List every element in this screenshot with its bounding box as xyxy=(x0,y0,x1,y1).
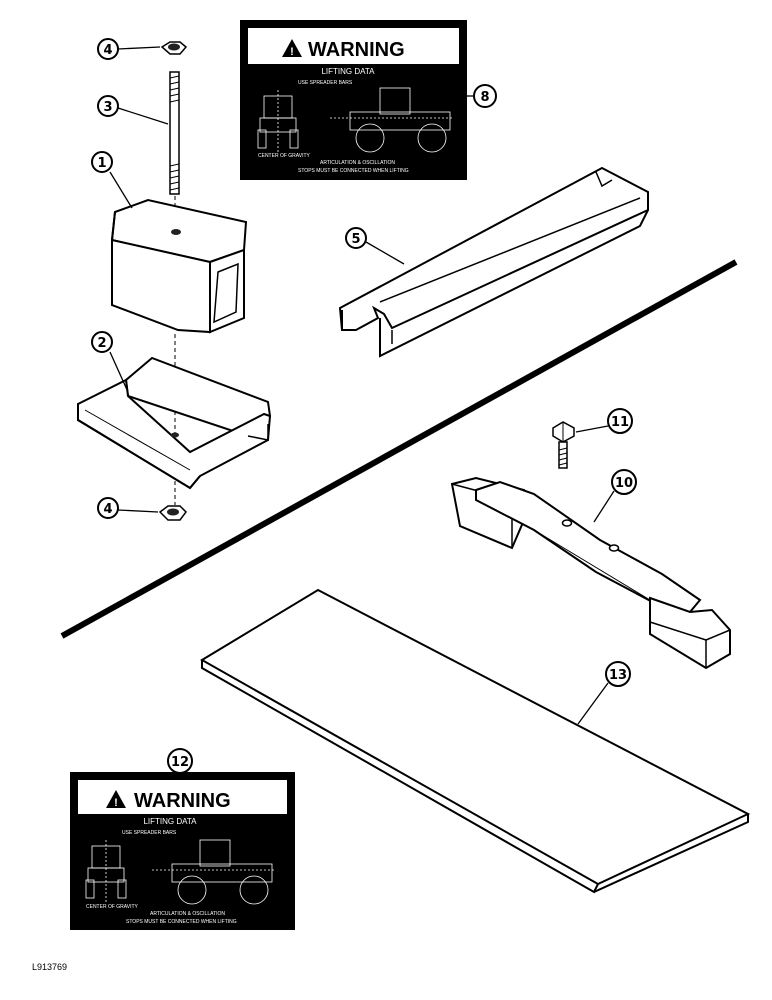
svg-text:11: 11 xyxy=(611,415,629,430)
callout-5: 5 xyxy=(345,227,367,249)
svg-text:3: 3 xyxy=(103,100,112,115)
decal-bottom-tractor-side xyxy=(152,839,274,905)
decal-bottom-tractor-front xyxy=(85,840,127,902)
callout-3: 3 xyxy=(97,95,119,117)
plate xyxy=(200,588,751,894)
leader-lines xyxy=(109,46,615,774)
nut-bottom xyxy=(158,505,187,521)
reference-code: L913769 xyxy=(32,962,68,972)
callout-10: 10 xyxy=(611,469,637,495)
decal-top-line1: USE SPREADER BARS xyxy=(298,80,353,86)
channel xyxy=(77,356,272,490)
decal-bottom-line1: USE SPREADER BARS xyxy=(122,830,177,836)
nut-top xyxy=(160,41,188,55)
callout-13: 13 xyxy=(605,661,631,687)
callout-11: 11 xyxy=(607,408,633,434)
svg-text:2: 2 xyxy=(97,336,106,351)
callout-1: 1 xyxy=(91,151,113,173)
callout-8: 8 xyxy=(473,84,497,108)
svg-text:!: ! xyxy=(290,46,294,58)
decal-top-tractor-side xyxy=(330,87,452,153)
warning-decal-bottom: ! WARNING LIFTING DATA USE SPREADER BARS… xyxy=(70,772,295,930)
decal-bottom-heading: LIFTING DATA xyxy=(143,817,197,826)
svg-text:13: 13 xyxy=(609,668,627,683)
decal-top-line3: ARTICULATION & OSCILLATION xyxy=(320,160,395,166)
spreader-bar xyxy=(338,166,649,358)
stud xyxy=(169,71,180,195)
decal-bottom-line4: STOPS MUST BE CONNECTED WHEN LIFTING xyxy=(126,919,237,925)
decal-top-heading: LIFTING DATA xyxy=(321,67,375,76)
decal-top-line4: STOPS MUST BE CONNECTED WHEN LIFTING xyxy=(298,168,409,174)
callout-4-bottom: 4 xyxy=(97,497,119,519)
callout-12: 12 xyxy=(167,748,193,774)
decal-top-warning: WARNING xyxy=(308,39,405,61)
svg-text:4: 4 xyxy=(103,43,112,58)
svg-text:10: 10 xyxy=(615,476,633,491)
spacer-block xyxy=(110,198,248,334)
decal-bottom-line3: ARTICULATION & OSCILLATION xyxy=(150,911,225,917)
decal-top-tractor-front xyxy=(257,90,299,152)
divider-line xyxy=(60,259,738,639)
callout-4-top: 4 xyxy=(97,38,119,60)
bolt xyxy=(552,421,575,469)
warning-decal-top: ! WARNING LIFTING DATA USE SPREADER BARS… xyxy=(240,20,467,180)
callout-2: 2 xyxy=(91,331,113,353)
decal-bottom-line2: CENTER OF GRAVITY xyxy=(86,904,139,910)
svg-text:1: 1 xyxy=(97,156,106,171)
decal-top-line2: CENTER OF GRAVITY xyxy=(258,153,311,159)
svg-text:12: 12 xyxy=(171,755,189,770)
svg-text:4: 4 xyxy=(103,502,112,517)
svg-text:!: ! xyxy=(114,797,118,809)
svg-text:5: 5 xyxy=(351,232,360,247)
articulation-stop xyxy=(450,476,731,670)
decal-bottom-warning: WARNING xyxy=(134,790,231,812)
svg-text:8: 8 xyxy=(480,90,489,105)
